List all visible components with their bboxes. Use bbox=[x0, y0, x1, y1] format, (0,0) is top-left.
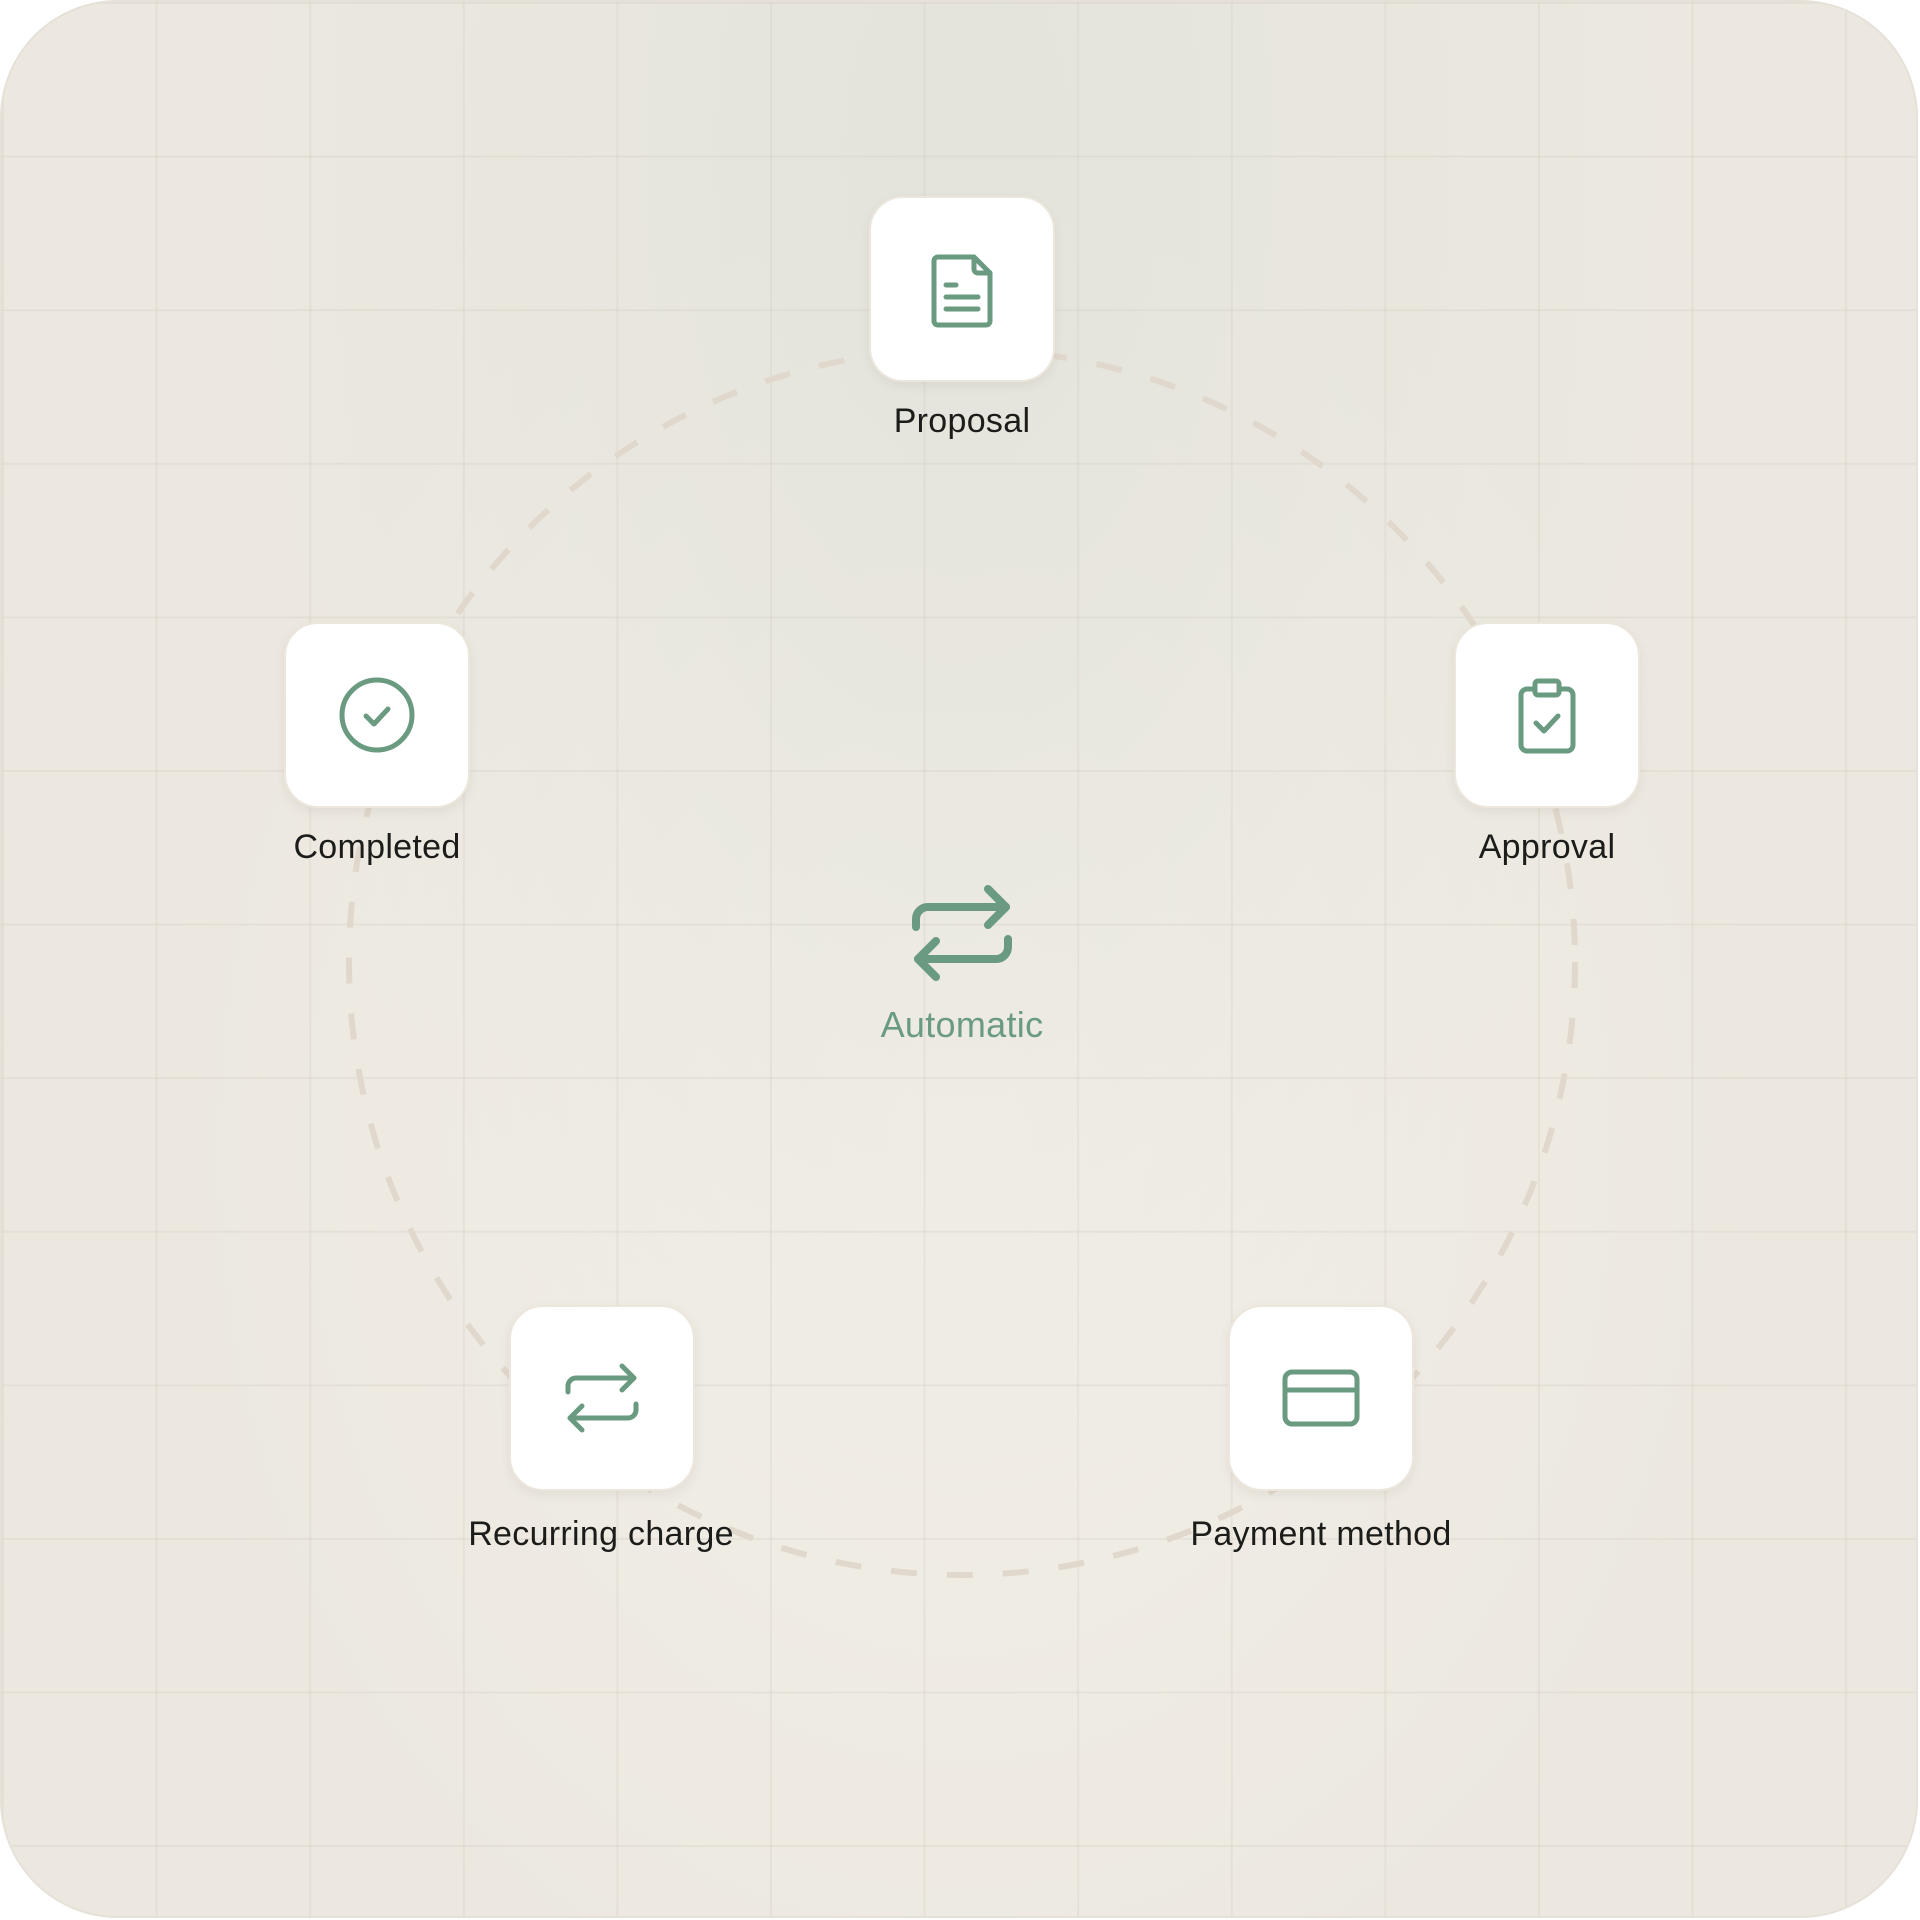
step-label-recurring-charge: Recurring charge bbox=[468, 1515, 734, 1553]
center-label: Automatic bbox=[880, 1004, 1044, 1045]
clipboard-check-icon bbox=[1518, 678, 1576, 754]
step-payment-method[interactable] bbox=[1228, 1305, 1414, 1491]
step-label-approval: Approval bbox=[1478, 828, 1616, 866]
step-recurring-charge[interactable] bbox=[509, 1305, 695, 1491]
repeat-arrows-icon bbox=[912, 885, 1012, 981]
repeat-arrows-icon bbox=[565, 1363, 639, 1433]
step-label-completed: Completed bbox=[293, 828, 461, 866]
step-label-proposal: Proposal bbox=[893, 402, 1031, 440]
step-completed[interactable] bbox=[284, 622, 470, 808]
credit-card-icon bbox=[1282, 1369, 1360, 1427]
check-circle-icon bbox=[339, 677, 415, 753]
step-label-payment-method: Payment method bbox=[1190, 1515, 1452, 1553]
step-proposal[interactable] bbox=[869, 196, 1055, 382]
step-approval[interactable] bbox=[1454, 622, 1640, 808]
document-icon bbox=[931, 254, 993, 328]
